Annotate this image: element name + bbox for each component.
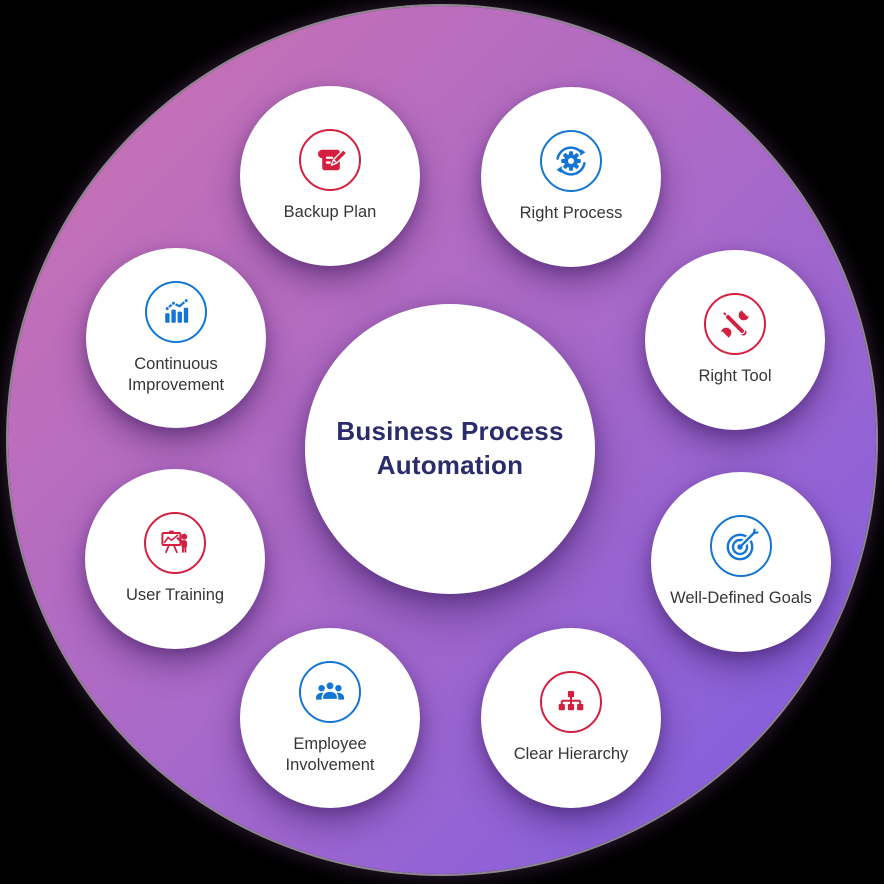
node-well-defined-goals: Well-Defined Goals <box>651 472 831 652</box>
icon-ring <box>144 512 206 575</box>
icon-ring <box>299 660 361 723</box>
icon-ring <box>299 129 361 192</box>
center-node: Business Process Automation <box>305 304 595 594</box>
node-label: User Training <box>125 586 225 605</box>
growth-chart-icon <box>164 297 189 323</box>
org-chart-icon <box>558 691 584 711</box>
node-label: Right Process <box>519 204 623 223</box>
node-label: Continuous Improvement <box>127 354 225 394</box>
icon-ring <box>540 130 602 193</box>
node-right-tool: Right Tool <box>645 250 825 430</box>
presentation-trainer-icon <box>161 530 188 554</box>
target-arrow-icon <box>726 528 759 561</box>
team-icon <box>316 680 344 700</box>
node-label: Backup Plan <box>283 203 377 222</box>
node-label: Employee Involvement <box>285 734 375 774</box>
node-employee-involvement: Employee Involvement <box>240 628 420 808</box>
icon-ring <box>540 671 602 734</box>
node-label: Well-Defined Goals <box>670 589 812 608</box>
icon-ring <box>710 515 772 578</box>
gear-refresh-icon <box>556 146 586 176</box>
node-continuous-improvement: Continuous Improvement <box>86 248 266 428</box>
node-label: Clear Hierarchy <box>513 745 629 764</box>
node-right-process: Right Process <box>481 87 661 267</box>
document-pencil-icon <box>318 149 348 171</box>
wrench-screwdriver-icon <box>717 306 753 343</box>
node-clear-hierarchy: Clear Hierarchy <box>481 628 661 808</box>
node-backup-plan: Backup Plan <box>240 86 420 266</box>
icon-ring <box>145 280 207 343</box>
diagram-title: Business Process Automation <box>336 416 564 480</box>
node-user-training: User Training <box>85 469 265 649</box>
node-label: Right Tool <box>698 367 772 386</box>
icon-ring <box>704 293 766 356</box>
background-gradient-circle: Business Process Automation Backup Plan <box>8 6 876 874</box>
